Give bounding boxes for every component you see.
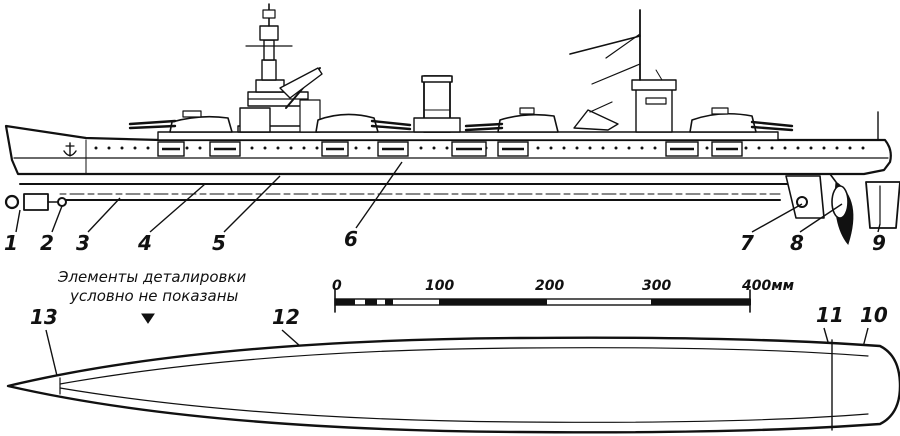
callout-8: 8 — [790, 231, 804, 255]
porthole — [835, 146, 839, 150]
porthole — [796, 146, 800, 150]
porthole — [653, 146, 657, 150]
mid-forward-turret — [315, 113, 412, 133]
scale-tick-labels: 0 100 200 300 400мм — [332, 278, 794, 294]
porthole — [536, 146, 540, 150]
forward-superstructure — [239, 3, 323, 133]
scale-segment — [651, 299, 751, 305]
porthole — [575, 146, 579, 150]
porthole — [133, 146, 137, 150]
porthole — [601, 146, 605, 150]
porthole — [861, 146, 865, 150]
aft-superstructure — [569, 9, 677, 133]
anchor-icon — [63, 142, 77, 157]
porthole — [94, 146, 98, 150]
scale-segment — [335, 299, 355, 305]
portholes — [94, 146, 865, 150]
callout-5: 5 — [212, 231, 226, 255]
porthole — [640, 146, 644, 150]
hull — [4, 124, 892, 176]
porthole — [627, 146, 631, 150]
callout-12: 12 — [272, 305, 300, 329]
deck-outline — [6, 336, 900, 434]
ship-side-view — [4, 3, 900, 246]
porthole — [549, 146, 553, 150]
scale-tick-label: 400мм — [741, 278, 794, 294]
scale-tick-label: 0 — [332, 278, 342, 294]
scale-bar — [334, 289, 751, 313]
aft-mid-turret — [464, 107, 559, 133]
callout-leader-5 — [223, 175, 281, 233]
upper-deck — [157, 131, 779, 141]
aft-turret — [689, 107, 794, 133]
porthole — [770, 146, 774, 150]
porthole — [705, 146, 709, 150]
callout-10: 10 — [860, 303, 888, 327]
callout-7: 7 — [740, 231, 754, 255]
porthole — [562, 146, 566, 150]
porthole — [107, 146, 111, 150]
casemates — [157, 141, 743, 157]
porthole — [198, 146, 202, 150]
porthole — [809, 146, 813, 150]
hull-plan-view — [6, 336, 900, 434]
porthole — [783, 146, 787, 150]
porthole — [614, 146, 618, 150]
callout-leader-4 — [149, 183, 206, 233]
scale-segment — [439, 299, 547, 305]
aft-boat — [573, 101, 619, 131]
funnel — [413, 75, 461, 133]
scale-tick-label: 300 — [642, 278, 671, 294]
porthole — [445, 146, 449, 150]
scale-tick-label: 100 — [425, 278, 454, 294]
porthole — [354, 146, 358, 150]
porthole — [146, 146, 150, 150]
porthole — [185, 146, 189, 150]
porthole — [263, 146, 267, 150]
scale-segment — [365, 299, 377, 305]
callout-13: 13 — [30, 305, 58, 329]
callout-leader-2 — [51, 205, 63, 233]
pointer-triangle-icon — [141, 313, 155, 324]
porthole — [432, 146, 436, 150]
porthole — [848, 146, 852, 150]
porthole — [276, 146, 280, 150]
scale-tick-label: 200 — [535, 278, 564, 294]
porthole — [250, 146, 254, 150]
detail-note-line1: Элементы деталировки — [57, 268, 246, 286]
callout-6: 6 — [344, 227, 358, 251]
callout-leader-7 — [751, 203, 803, 233]
callout-leader-13 — [45, 329, 59, 381]
callout-3: 3 — [76, 231, 90, 255]
porthole — [120, 146, 124, 150]
callout-leader-6 — [355, 161, 403, 229]
callout-11: 11 — [816, 303, 844, 327]
model-stand — [4, 173, 900, 246]
forward-turret — [128, 110, 233, 133]
porthole — [822, 146, 826, 150]
porthole — [315, 146, 319, 150]
callout-leader-3 — [87, 197, 121, 233]
callout-leader-8 — [799, 203, 843, 233]
callout-9: 9 — [872, 231, 886, 255]
callout-leader-1 — [15, 209, 21, 233]
porthole — [588, 146, 592, 150]
callout-2: 2 — [40, 231, 54, 255]
porthole — [419, 146, 423, 150]
porthole — [289, 146, 293, 150]
porthole — [757, 146, 761, 150]
porthole — [744, 146, 748, 150]
scale-segment — [385, 299, 393, 305]
callout-4: 4 — [137, 231, 152, 255]
porthole — [367, 146, 371, 150]
callout-1: 1 — [4, 231, 18, 255]
porthole — [302, 146, 306, 150]
detail-note-line2: условно не показаны — [69, 287, 238, 305]
callout-leader-9 — [877, 223, 881, 233]
